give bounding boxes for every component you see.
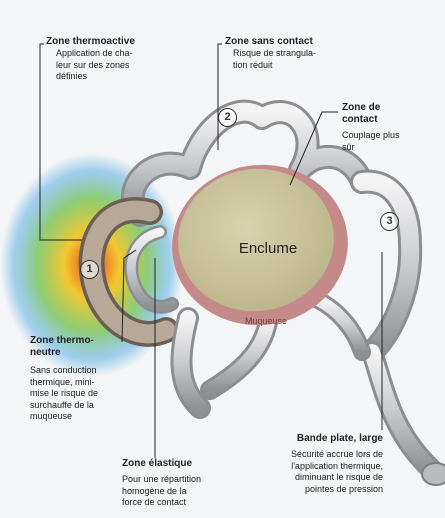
mucosa-label: Muqueuse — [226, 316, 306, 326]
clamp-tail-bulb — [422, 463, 445, 485]
callout-thermoneutre-title: Zone thermo- neutre — [30, 335, 130, 359]
callout-thermoneutre-desc: Sans conduction thermique, mini- mise le… — [30, 365, 130, 423]
callout-bande-plate: Bande plate, large Sécurité accrue lors … — [255, 433, 383, 495]
callout-bande-title: Bande plate, large — [255, 433, 383, 445]
callout-sans-contact: Zone sans contact Risque de strangula- t… — [225, 36, 355, 71]
callout-bande-desc: Sécurité accrue lors de l'application th… — [255, 449, 383, 495]
marker-2: 2 — [218, 108, 237, 127]
marker-3: 3 — [380, 212, 399, 231]
callout-elastique-desc: Pour une répartition homogène de la forc… — [122, 474, 242, 509]
callout-sans-contact-title: Zone sans contact — [225, 36, 355, 48]
callout-thermoneutre: Zone thermo- neutre Sans conduction ther… — [30, 335, 130, 423]
callout-elastique-title: Zone élastique — [122, 458, 242, 470]
callout-elastique: Zone élastique Pour une répartition homo… — [122, 458, 242, 509]
callout-thermoactive-desc: Application de cha- leur sur des zones d… — [56, 48, 176, 83]
anvil-label: Enclume — [218, 240, 318, 257]
callout-thermoactive-title: Zone thermoactive — [46, 36, 176, 48]
callout-contact-title: Zone de contact — [342, 102, 437, 126]
marker-1: 1 — [80, 260, 99, 279]
callout-thermoactive: Zone thermoactive Application de cha- le… — [46, 36, 176, 83]
callout-contact: Zone de contact Couplage plus sûr — [342, 102, 437, 153]
callout-contact-desc: Couplage plus sûr — [342, 130, 437, 153]
callout-sans-contact-desc: Risque de strangula- tion réduit — [233, 48, 355, 71]
